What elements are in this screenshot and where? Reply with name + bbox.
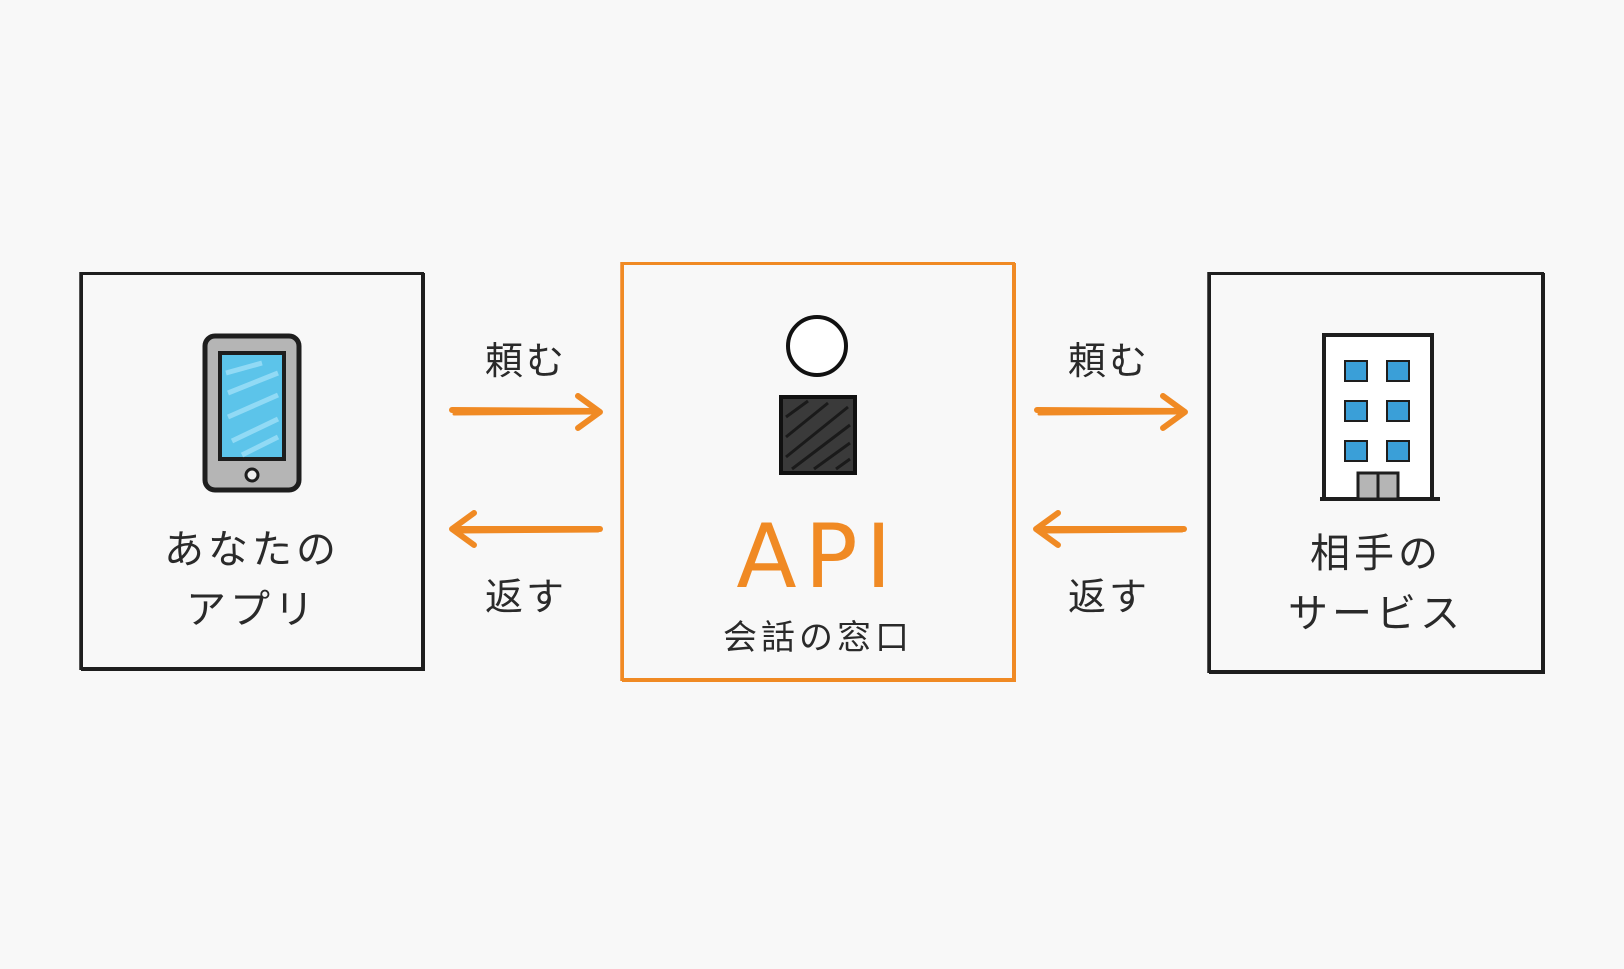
node-partner-service-label-line2: サービス <box>1288 591 1464 637</box>
smartphone-icon <box>202 333 302 493</box>
arrow-api-to-app <box>449 510 603 548</box>
node-partner-service-label-line1: 相手の <box>1310 531 1442 577</box>
arrow-app-to-api <box>449 393 603 431</box>
edge-label-api-to-service: 頼む <box>1067 339 1150 383</box>
building-icon <box>1320 333 1440 501</box>
node-partner-service: 相手の サービス <box>1208 272 1544 673</box>
node-your-app-label-line2: アプリ <box>186 587 318 633</box>
node-your-app-label-line1: あなたの <box>164 527 340 573</box>
arrow-service-to-api <box>1033 510 1187 548</box>
edge-label-service-to-api: 返す <box>1067 575 1150 619</box>
node-api: API 会話の窓口 <box>621 262 1015 681</box>
api-subtitle: 会話の窓口 <box>723 618 913 658</box>
person-icon <box>779 315 857 475</box>
arrow-api-to-service <box>1034 393 1188 431</box>
api-title: API <box>736 505 900 608</box>
edge-label-api-to-app: 返す <box>484 575 567 619</box>
edge-label-app-to-api: 頼む <box>484 339 567 383</box>
node-your-app: あなたの アプリ <box>80 272 424 670</box>
